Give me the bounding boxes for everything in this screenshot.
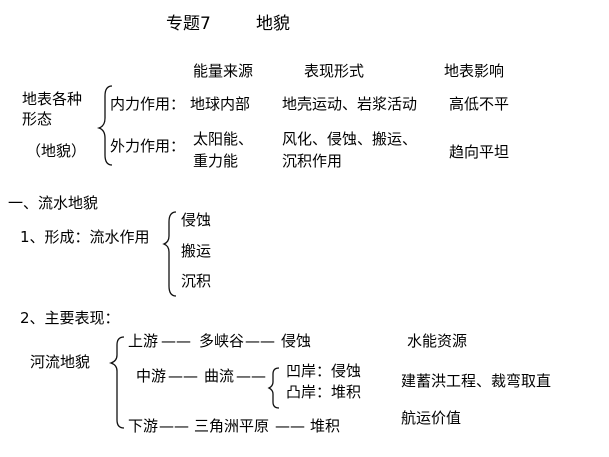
bank-brace	[267, 367, 280, 409]
external-force-label: 外力作用：	[110, 137, 186, 155]
lower-form: 三角洲平原	[194, 417, 270, 435]
internal-form: 地壳运动、岩浆活动	[282, 95, 418, 113]
lower-course-label: 下游	[128, 417, 159, 435]
upper-dash-2: ——	[245, 332, 275, 350]
processes-brace	[162, 211, 177, 297]
process-transport: 搬运	[181, 242, 212, 260]
header-energy-source: 能量来源	[193, 62, 254, 80]
middle-course-label: 中游	[136, 367, 167, 385]
value-hydropower: 水能资源	[407, 332, 468, 350]
middle-dash-1: ——	[168, 367, 198, 385]
formation-label: 1、形成：流水作用	[20, 228, 150, 246]
internal-source: 地球内部	[190, 95, 251, 113]
section-2-heading: 2、主要表现：	[20, 309, 120, 327]
middle-dash-2: ——	[236, 367, 266, 385]
middle-form: 曲流	[204, 367, 235, 385]
internal-force-label: 内力作用：	[110, 95, 186, 113]
header-effect: 地表影响	[444, 62, 505, 80]
section-1-heading: 一、流水地貌	[8, 194, 99, 212]
upper-form: 多峡谷	[199, 332, 245, 350]
upper-course-label: 上游	[128, 332, 159, 350]
concave-bank: 凹岸：侵蚀	[286, 362, 362, 380]
upper-dash-1: ——	[161, 332, 191, 350]
external-form-line-2: 沉积作用	[282, 152, 343, 170]
lower-dash-2: ——	[275, 417, 305, 435]
page-title: 地貌	[256, 14, 290, 34]
river-landform-label: 河流地貌	[30, 353, 91, 371]
header-form: 表现形式	[304, 62, 365, 80]
lower-process: 堆积	[310, 417, 341, 435]
river-brace	[108, 336, 125, 429]
external-form-line-1: 风化、侵蚀、搬运、	[282, 130, 418, 148]
upper-process: 侵蚀	[281, 332, 312, 350]
process-erosion: 侵蚀	[181, 211, 212, 229]
external-source-line-2: 重力能	[193, 152, 239, 170]
internal-effect: 高低不平	[449, 95, 510, 113]
convex-bank: 凸岸：堆积	[286, 383, 362, 401]
lower-dash-1: ——	[159, 417, 189, 435]
subject-line-1: 地表各种	[22, 90, 83, 108]
subject-line-2: 形态	[22, 110, 53, 128]
subject-line-3: （地貌）	[26, 142, 87, 160]
external-effect: 趋向平坦	[449, 143, 510, 161]
value-flood-control: 建蓄洪工程、裁弯取直	[401, 372, 552, 390]
external-source-line-1: 太阳能、	[193, 130, 254, 148]
topic-label: 专题7	[166, 14, 211, 34]
value-navigation: 航运价值	[401, 409, 462, 427]
process-deposition: 沉积	[181, 272, 212, 290]
